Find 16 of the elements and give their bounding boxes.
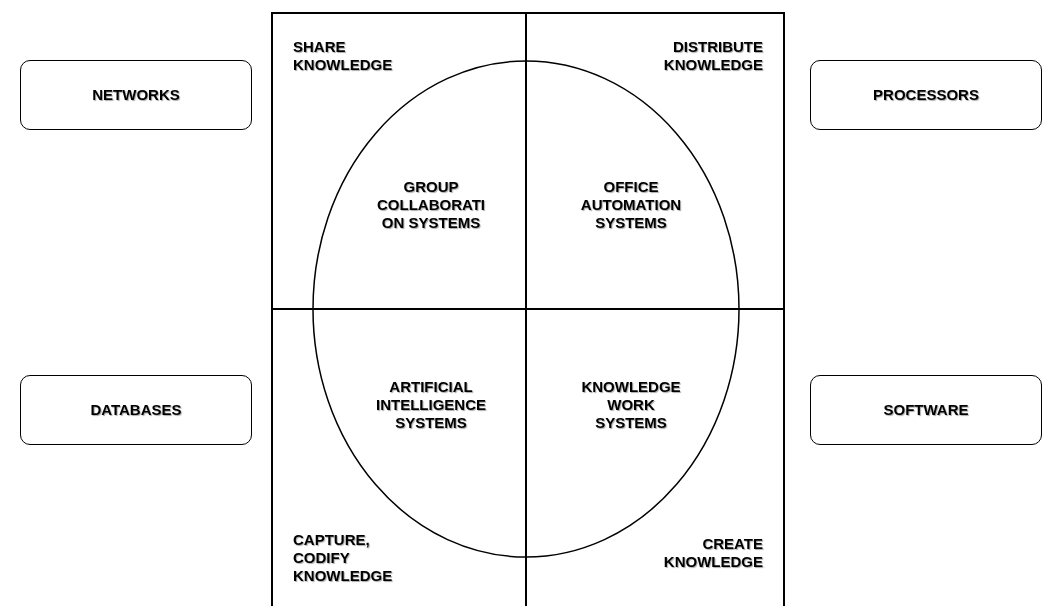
quadrant-panel (526, 12, 785, 309)
system-label: GROUP COLLABORATI ON SYSTEMS (375, 178, 486, 232)
system-label: OFFICE AUTOMATION SYSTEMS (579, 178, 683, 232)
quadrant-panel (271, 12, 526, 309)
quadrant-panel (271, 309, 526, 606)
quadrant-caption: SHARE KNOWLEDGE (293, 38, 394, 74)
rounded-box: SOFTWARE (810, 375, 1042, 445)
quadrant-caption: CAPTURE, CODIFY KNOWLEDGE (293, 531, 394, 585)
rounded-box: PROCESSORS (810, 60, 1042, 130)
rounded-box: DATABASES (20, 375, 252, 445)
system-label: KNOWLEDGE WORK SYSTEMS (580, 378, 682, 432)
quadrant-caption: CREATE KNOWLEDGE (662, 535, 763, 571)
rounded-box: NETWORKS (20, 60, 252, 130)
system-label: ARTIFICIAL INTELLIGENCE SYSTEMS (375, 378, 487, 432)
quadrant-caption: DISTRIBUTE KNOWLEDGE (662, 38, 763, 74)
quadrant-panel (526, 309, 785, 606)
